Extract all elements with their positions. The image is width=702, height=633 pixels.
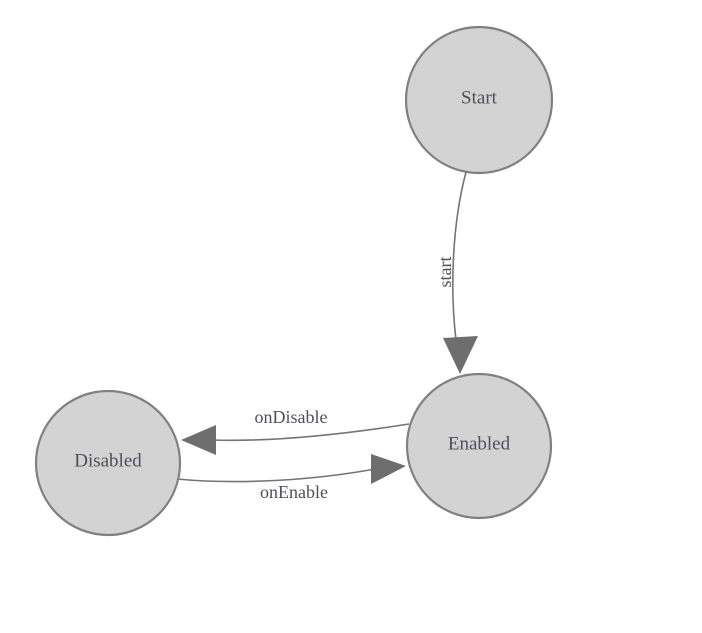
state-node-disabled-circle <box>34 389 182 537</box>
edge-start-to-enabled[interactable]: start <box>435 171 478 374</box>
state-node-start[interactable]: Start <box>404 25 554 175</box>
edge-enabled-to-disabled-line <box>211 423 410 442</box>
edge-enabled-to-disabled[interactable]: onDisable <box>181 407 410 455</box>
edge-label-onenable: onEnable <box>260 482 328 502</box>
state-node-start-label: Start <box>461 87 498 108</box>
edge-start-to-enabled-arrowhead <box>443 336 478 374</box>
state-node-enabled-circle <box>405 372 553 520</box>
edge-disabled-to-enabled-arrowhead <box>371 454 406 484</box>
edge-label-ondisable: onDisable <box>255 407 328 427</box>
edge-enabled-to-disabled-arrowhead <box>181 425 216 455</box>
state-node-enabled-label: Enabled <box>448 433 511 454</box>
edge-start-to-enabled-line <box>452 171 467 341</box>
state-node-enabled[interactable]: Enabled <box>405 372 553 520</box>
state-node-disabled[interactable]: Disabled <box>34 389 182 537</box>
state-node-start-circle <box>404 25 554 175</box>
edge-disabled-to-enabled[interactable]: onEnable <box>176 454 406 502</box>
edge-label-start: start <box>435 257 455 288</box>
edge-disabled-to-enabled-line <box>176 468 376 483</box>
state-node-disabled-label: Disabled <box>74 450 142 471</box>
